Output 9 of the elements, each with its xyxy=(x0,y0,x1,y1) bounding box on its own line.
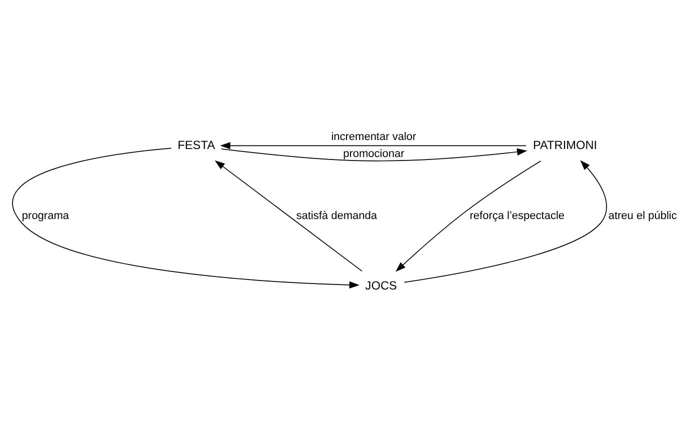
node-text: FESTA xyxy=(178,137,215,152)
edge-label: incrementar valor xyxy=(331,130,416,143)
edge-label: promocionar xyxy=(343,148,404,160)
edge-label: reforça l’espectacle xyxy=(470,209,565,222)
node-text: PATRIMONI xyxy=(532,137,598,152)
node-text: JOCS xyxy=(365,278,397,292)
edge-label: satisfà demanda xyxy=(296,209,377,222)
edge-label: programa xyxy=(22,209,69,222)
edge-label: atreu el públic xyxy=(608,209,677,222)
